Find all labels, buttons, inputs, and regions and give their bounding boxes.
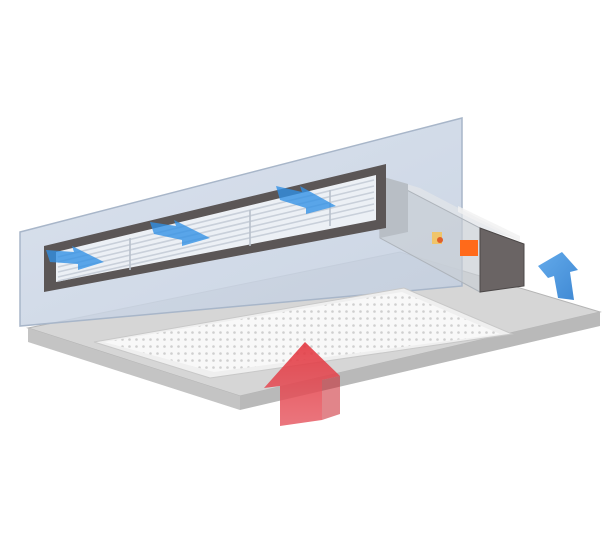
blue-supply-arrow-icon (46, 246, 104, 270)
red-arrow-shadow-face (322, 376, 340, 420)
housing-end-panel (458, 206, 520, 242)
control-box-knob (437, 237, 443, 243)
bottom-return-arrow (264, 342, 340, 426)
return-panel-perforated-face (104, 292, 500, 372)
return-panel (93, 287, 514, 379)
control-box-component (432, 232, 442, 244)
supply-air-arrows (46, 186, 336, 270)
red-up-arrow-icon (264, 342, 340, 426)
housing-front (380, 176, 408, 238)
blue-supply-arrow-icon (276, 186, 336, 214)
control-box (460, 240, 478, 256)
ceiling-front-edge (28, 328, 240, 410)
housing-end-face (479, 227, 525, 293)
unit-housing (379, 175, 525, 293)
blue-side-arrow-icon (538, 252, 578, 300)
side-return-arrow (538, 252, 578, 300)
blue-supply-arrow-icon (150, 220, 210, 246)
